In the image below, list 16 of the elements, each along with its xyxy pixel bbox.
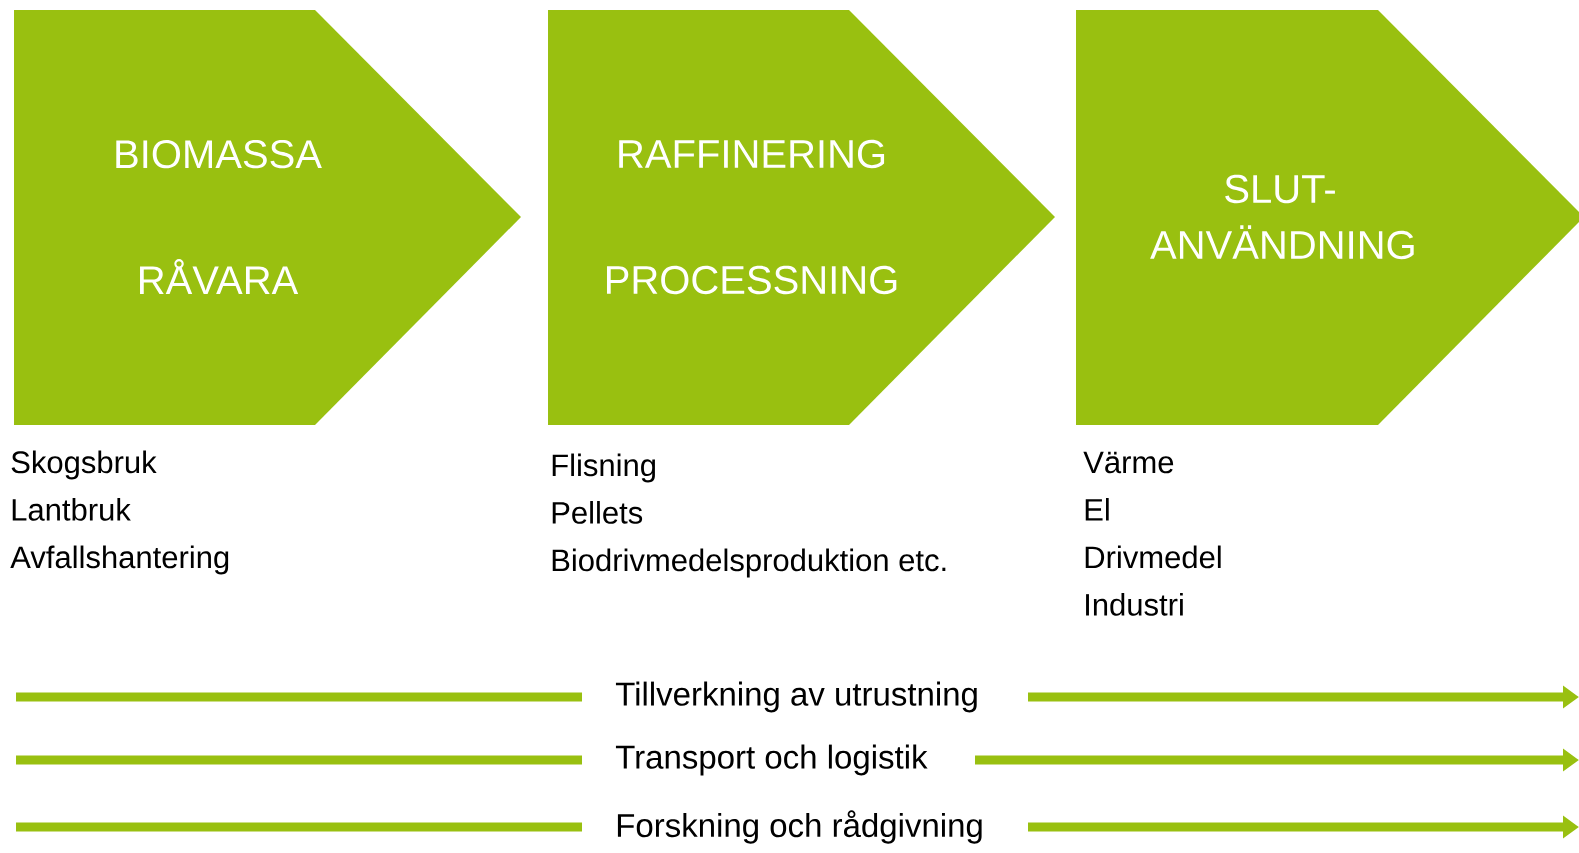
list-item: Flisning [552,453,655,483]
bar-label: Forskning och rådgivning [617,810,982,844]
list-item: Drivmedel [1085,545,1221,569]
stage-pentagon: RAFFINERING PROCESSNING [548,10,1055,425]
list-item: Lantbruk [12,498,131,521]
bar-label: Tillverkning av utrustning [615,681,977,713]
list-item: Skogsbruk [11,450,157,480]
stage-pentagon: BIOMASSA RÅVARA [14,10,521,425]
list-item: Värme [1083,451,1174,474]
list-item: El [1085,498,1109,521]
list-item: Avfallshantering [10,545,229,575]
list-item: Industri [1086,593,1183,616]
bar-label: Transport och logistik [615,744,928,776]
stage-pentagon: SLUT- ANVÄNDNING [1076,10,1579,425]
list-item: Pellets [552,501,643,524]
list-item: Biodrivmedelsproduktion etc. [552,548,946,578]
